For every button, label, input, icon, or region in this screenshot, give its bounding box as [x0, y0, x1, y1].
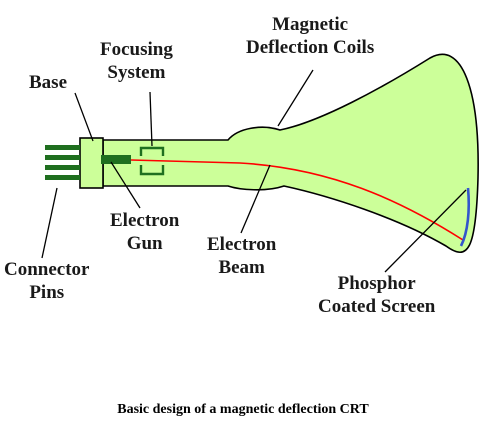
figure-caption: Basic design of a magnetic deflection CR… [117, 402, 369, 417]
label-focusing-line2: System [107, 62, 166, 83]
label-base-text: Base [29, 72, 67, 93]
connector-pin [45, 145, 80, 150]
label-pins-line2: Pins [29, 282, 65, 303]
label-electron-gun: Electron Gun [110, 209, 179, 255]
label-screen-line1: Phosphor [337, 273, 416, 294]
electron-gun [101, 155, 131, 164]
leader-line-coils [277, 69, 314, 127]
leader-line-focusing [149, 91, 153, 147]
connector-pin [45, 165, 80, 170]
label-screen-line2: Coated Screen [318, 296, 436, 317]
crt-base [79, 137, 104, 189]
label-pins-line1: Connector [4, 259, 90, 280]
connector-pin [45, 175, 80, 180]
label-focusing-line1: Focusing [100, 39, 173, 60]
leader-line-base [74, 92, 94, 142]
label-magnetic-deflection-coils: Magnetic Deflection Coils [246, 13, 374, 59]
crt-tube-body [102, 53, 479, 253]
label-coils-line2: Deflection Coils [246, 37, 375, 58]
leader-line-beam [240, 164, 271, 234]
label-gun-line1: Electron [110, 210, 180, 231]
label-connector-pins: Connector Pins [4, 258, 89, 304]
leader-line-gun [110, 161, 141, 209]
label-beam-line2: Beam [218, 257, 265, 278]
connector-pin [45, 155, 80, 160]
leader-line-pins [41, 187, 58, 259]
focusing-bracket-bottom [139, 165, 165, 176]
label-focusing-system: Focusing System [100, 38, 173, 84]
label-beam-line1: Electron [207, 234, 277, 255]
leader-line-screen [384, 189, 467, 273]
label-coils-line1: Magnetic [272, 14, 349, 35]
label-electron-beam: Electron Beam [207, 233, 276, 279]
label-phosphor-coated-screen: Phosphor Coated Screen [318, 272, 435, 318]
label-base: Base [29, 71, 67, 94]
label-gun-line2: Gun [126, 233, 163, 254]
electron-beam [130, 159, 464, 241]
focusing-bracket-top [139, 146, 165, 156]
leader-lines [41, 69, 467, 273]
focusing-system [139, 146, 165, 176]
phosphor-screen [459, 187, 471, 247]
connector-pins [45, 145, 80, 180]
